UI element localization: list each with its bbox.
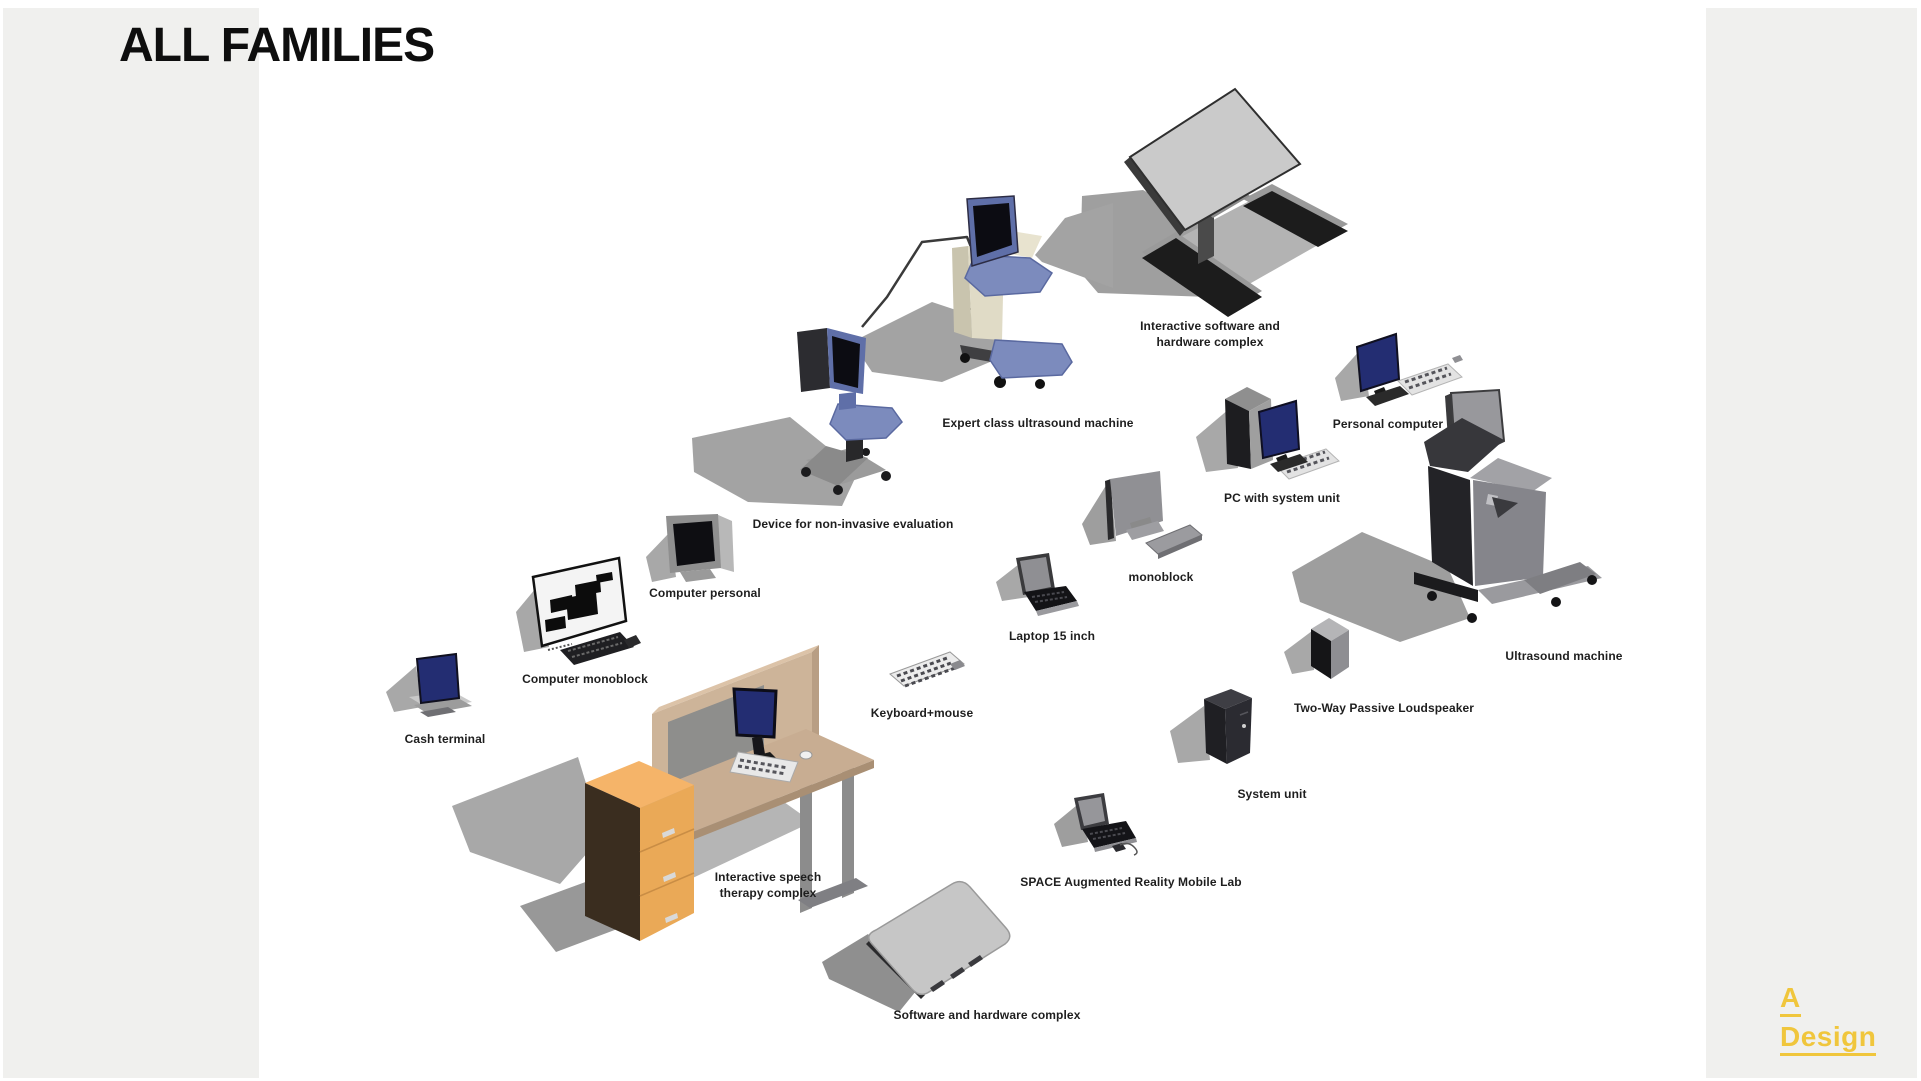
device-non-invasive-evaluation-3d: [692, 328, 903, 506]
label-interactive-software-and-hardware-complex: Interactive software and hardware comple…: [1140, 319, 1280, 349]
shadow: [452, 757, 602, 884]
label-monoblock: monoblock: [1128, 570, 1194, 584]
label-laptop-15-inch: Laptop 15 inch: [1008, 629, 1096, 643]
label-expert-class-ultrasound-machine: Expert class ultrasound machine: [942, 416, 1134, 430]
shadow: [1284, 631, 1314, 674]
shadow: [1035, 203, 1113, 288]
pc-with-system-unit-3d: [1196, 387, 1340, 480]
laptop-15-inch-3d: [996, 553, 1079, 616]
label-device-for-non-invasive-evaluation: Device for non-invasive evaluation: [752, 517, 954, 531]
shadow: [1170, 706, 1210, 763]
keyboard-mouse-3d: [889, 651, 965, 688]
shadow: [386, 666, 422, 712]
label-ultrasound-machine: Ultrasound machine: [1505, 649, 1623, 663]
shadow: [822, 934, 916, 1012]
label-system-unit: System unit: [1237, 787, 1307, 801]
shadow: [1292, 532, 1470, 642]
interactive-speech-therapy-desk-3d: [452, 645, 874, 952]
right-gray-panel: [1706, 8, 1917, 1078]
space-ar-mobile-lab-laptop-3d: [1054, 793, 1138, 856]
two-way-passive-loudspeaker-3d: [1284, 618, 1349, 679]
interactive-software-hardware-complex-3d: [1080, 87, 1348, 317]
a-design-logo[interactable]: A Design: [1780, 984, 1877, 1062]
ultrasound-machine-3d: [1292, 388, 1602, 642]
label-computer-monoblock: Computer monoblock: [522, 672, 648, 686]
page-title: ALL FAMILIES: [119, 19, 435, 72]
computer-monoblock-3d: [516, 556, 641, 665]
monoblock-3d: [1082, 471, 1203, 559]
left-gray-panel: [3, 8, 259, 1078]
label-personal-computer: Personal computer: [1332, 417, 1444, 431]
label-software-and-hardware-complex: Software and hardware complex: [893, 1008, 1081, 1022]
system-unit-3d: [1170, 689, 1252, 764]
label-cash-terminal: Cash terminal: [404, 732, 486, 746]
label-computer-personal: Computer personal: [649, 586, 761, 600]
personal-computer-3d: [1335, 332, 1463, 406]
computer-personal-3d: [646, 514, 734, 582]
logo-line-design: Design: [1780, 1023, 1877, 1056]
label-pc-with-system-unit: PC with system unit: [1224, 491, 1340, 505]
label-space-augmented-reality-mobile-lab: SPACE Augmented Reality Mobile Lab: [1020, 875, 1242, 889]
label-keyboard-mouse: Keyboard+mouse: [870, 706, 974, 720]
software-hardware-complex-3d: [822, 880, 1011, 1012]
expert-class-ultrasound-cart-3d: [852, 195, 1113, 389]
label-interactive-speech-therapy-complex: Interactive speech therapy complex: [714, 870, 822, 900]
shadow: [692, 417, 858, 506]
label-two-way-passive-loudspeaker: Two-Way Passive Loudspeaker: [1293, 701, 1475, 715]
cash-terminal-3d: [386, 652, 472, 717]
logo-line-a: A: [1780, 984, 1801, 1017]
